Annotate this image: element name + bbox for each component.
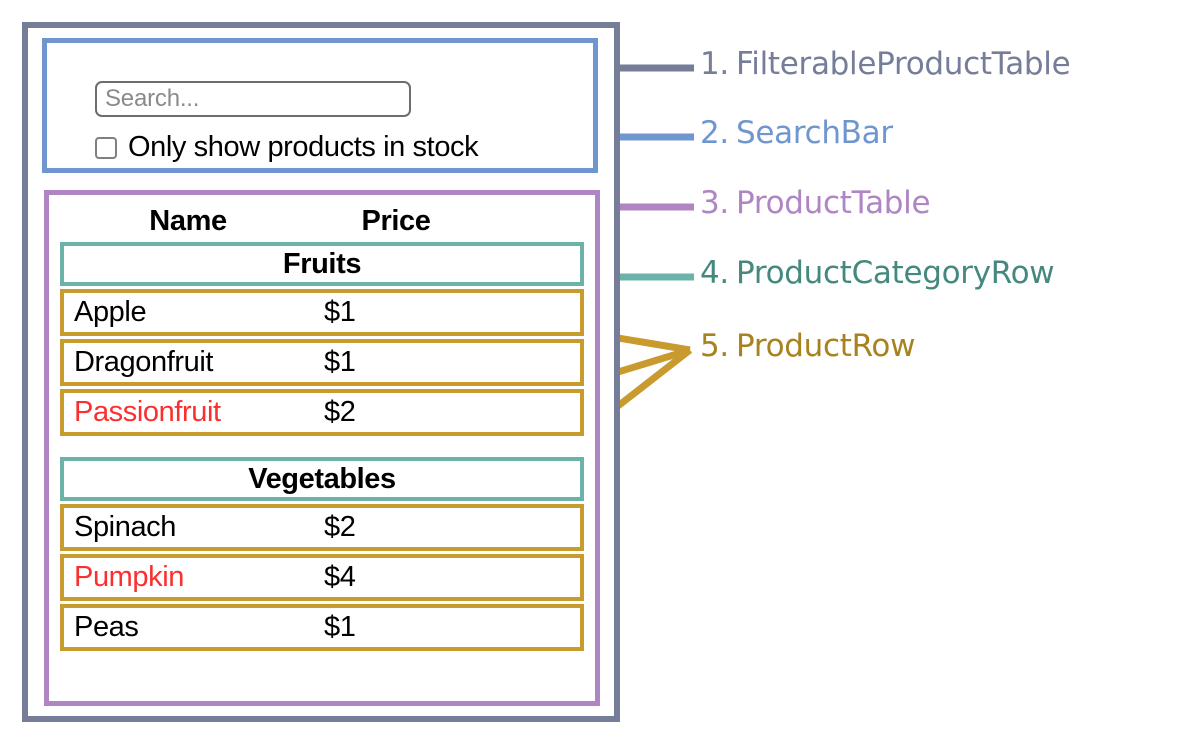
legend-number: 4. <box>700 255 729 291</box>
product-price: $2 <box>324 511 356 543</box>
product-table-inner: Name Price Fruits Apple $1 Dragonfruit $… <box>60 200 584 654</box>
legend-item-product-row: 5.ProductRow <box>700 328 915 364</box>
table-header-row: Name Price <box>60 200 584 242</box>
legend-item-search-bar: 2.SearchBar <box>700 115 893 151</box>
product-table: Name Price Fruits Apple $1 Dragonfruit $… <box>44 190 600 706</box>
legend-label: ProductRow <box>735 328 916 364</box>
in-stock-filter-label: Only show products in stock <box>128 131 479 163</box>
product-price: $1 <box>324 296 356 328</box>
product-row[interactable]: Passionfruit $2 <box>60 389 584 436</box>
product-category-label: Fruits <box>282 247 362 280</box>
product-name: Dragonfruit <box>74 346 214 378</box>
legend-number: 2. <box>700 115 729 151</box>
product-row[interactable]: Spinach $2 <box>60 504 584 551</box>
product-category-label: Vegetables <box>248 462 396 495</box>
search-bar: Search... Only show products in stock <box>42 38 598 173</box>
legend-label: FilterableProductTable <box>735 46 1071 82</box>
legend-item-product-table: 3.ProductTable <box>700 185 931 221</box>
product-row[interactable]: Dragonfruit $1 <box>60 339 584 386</box>
legend-number: 1. <box>700 46 729 82</box>
legend-label: ProductTable <box>735 185 931 221</box>
product-category-row: Vegetables <box>60 457 584 501</box>
legend-label: SearchBar <box>735 115 893 151</box>
product-name: Passionfruit <box>74 396 221 428</box>
search-input[interactable]: Search... <box>95 81 411 117</box>
product-name: Pumpkin <box>74 561 185 593</box>
product-row[interactable]: Peas $1 <box>60 604 584 651</box>
section-spacer <box>60 439 584 457</box>
product-row[interactable]: Pumpkin $4 <box>60 554 584 601</box>
column-header-name: Name <box>149 204 227 237</box>
legend-item-product-category-row: 4.ProductCategoryRow <box>700 255 1055 291</box>
product-name: Spinach <box>74 511 176 543</box>
product-price: $1 <box>324 611 356 643</box>
product-price: $1 <box>324 346 356 378</box>
product-price: $2 <box>324 396 356 428</box>
product-category-row: Fruits <box>60 242 584 286</box>
in-stock-filter[interactable]: Only show products in stock <box>95 131 479 164</box>
legend-item-filterable-product-table: 1.FilterableProductTable <box>700 46 1071 82</box>
legend-label: ProductCategoryRow <box>735 255 1055 291</box>
legend-number: 3. <box>700 185 729 221</box>
product-price: $4 <box>324 561 356 593</box>
column-header-price: Price <box>361 204 431 237</box>
product-name: Peas <box>74 611 139 643</box>
checkbox-icon[interactable] <box>95 136 117 159</box>
legend-number: 5. <box>700 328 729 364</box>
product-row[interactable]: Apple $1 <box>60 289 584 336</box>
product-name: Apple <box>74 296 147 328</box>
